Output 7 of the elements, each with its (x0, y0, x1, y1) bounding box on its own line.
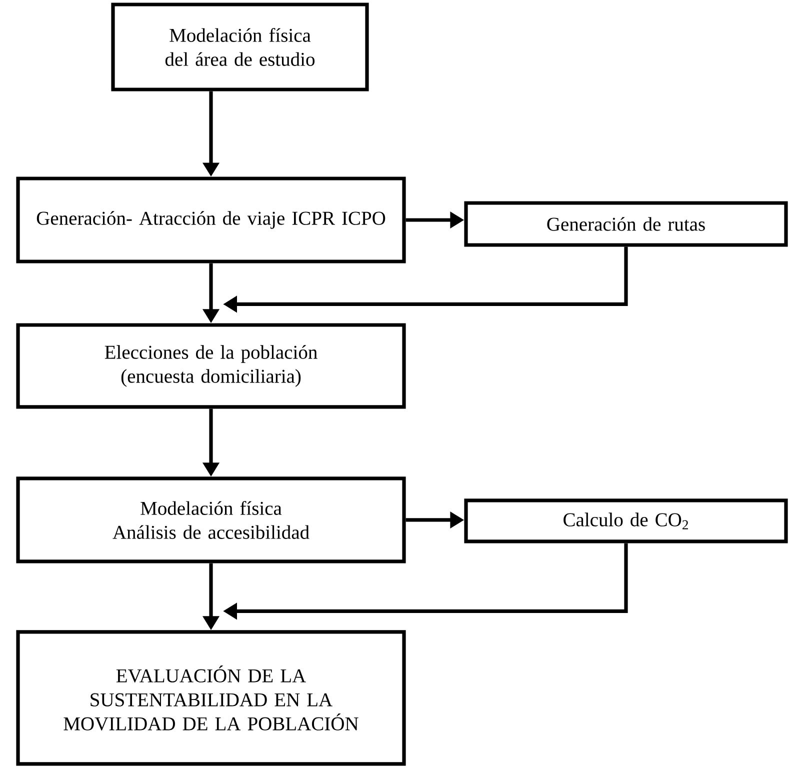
process-box: EVALUACIÓN DE LA SUSTENTABILIDAD EN LA MOVILIDAD DE LA POBLACIÓN (16, 630, 406, 766)
process-box: Generación de rutas (464, 201, 788, 247)
process-box: Elecciones de la población (encuesta domiciliaria) (16, 323, 406, 409)
process-box: Generación- Atracción de viaje ICPR ICPO (16, 176, 406, 264)
process-box: Calculo de CO$_{2}$ (464, 498, 788, 544)
process-box: Modelación física Análisis de accesibilidad (16, 476, 406, 564)
process-box: Modelación física del área de estudio (111, 2, 369, 92)
